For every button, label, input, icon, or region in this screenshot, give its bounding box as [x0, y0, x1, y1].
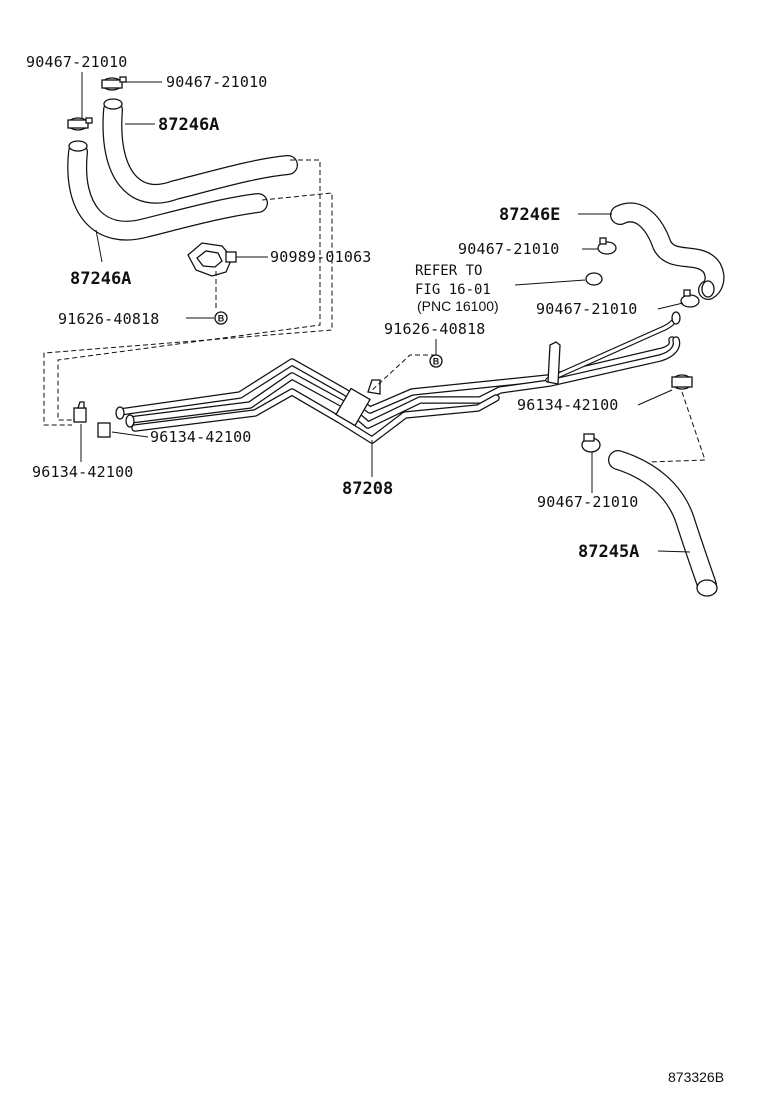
label-bolt-mid[interactable]: 91626-40818 — [384, 320, 486, 338]
svg-text:B: B — [433, 357, 440, 367]
clamp-icon[interactable] — [680, 289, 700, 308]
clip-bracket-icon[interactable] — [187, 242, 237, 277]
svg-text:B: B — [218, 314, 225, 324]
dashed-reference-lines — [43, 159, 706, 463]
label-refer-line2: FIG 16-01 — [415, 282, 491, 298]
label-clamp-pipe-left-1[interactable]: 96134-42100 — [150, 428, 252, 446]
clamp-icon[interactable] — [101, 76, 127, 91]
label-clamp-lower-right[interactable]: 90467-21010 — [537, 493, 639, 511]
label-clamp-top-right[interactable]: 90467-21010 — [166, 73, 268, 91]
clamp-icon[interactable] — [97, 422, 111, 438]
bolt-b-icon[interactable]: B — [214, 311, 228, 325]
clamp-icon[interactable] — [597, 237, 617, 255]
label-hose-87245a[interactable]: 87245A — [578, 542, 639, 562]
label-pipe-assembly-87208[interactable]: 87208 — [342, 479, 393, 499]
clamp-icon[interactable] — [73, 401, 87, 423]
label-hose-87246e[interactable]: 87246E — [499, 205, 560, 225]
label-clamp-top-left[interactable]: 90467-21010 — [26, 53, 128, 71]
label-clip-bracket[interactable]: 90989-01063 — [270, 248, 372, 266]
leader-lines — [80, 72, 691, 553]
label-refer-line3: (PNC 16100) — [417, 298, 499, 314]
hose-87246a-upper[interactable] — [102, 98, 298, 204]
hose-87246a-lower[interactable] — [67, 140, 268, 241]
label-hose-87246a-upper[interactable]: 87246A — [158, 115, 219, 135]
part-labels: 90467-21010 90467-21010 87246A 87246A 90… — [26, 53, 724, 1085]
label-bolt-left[interactable]: 91626-40818 — [58, 310, 160, 328]
hose-87245a[interactable] — [608, 450, 718, 597]
label-clamp-pipe-left-2[interactable]: 96134-42100 — [32, 463, 134, 481]
label-clamp-right-1[interactable]: 90467-21010 — [458, 240, 560, 258]
clamp-icon[interactable] — [581, 433, 601, 453]
label-hose-87246a-lower[interactable]: 87246A — [70, 269, 131, 289]
clamp-icon[interactable] — [671, 374, 693, 390]
diagram-id: 873326B — [668, 1069, 724, 1085]
pipe-assembly-87208[interactable] — [115, 311, 681, 444]
bolt-b-icon[interactable]: B — [429, 354, 443, 368]
label-clamp-pipe-right[interactable]: 96134-42100 — [517, 396, 619, 414]
label-refer-line1: REFER TO — [415, 263, 482, 279]
clamp-icon[interactable] — [67, 117, 93, 131]
hose-87246e[interactable] — [610, 202, 725, 300]
label-clamp-right-2[interactable]: 90467-21010 — [536, 300, 638, 318]
clamp-icon[interactable] — [585, 272, 603, 286]
